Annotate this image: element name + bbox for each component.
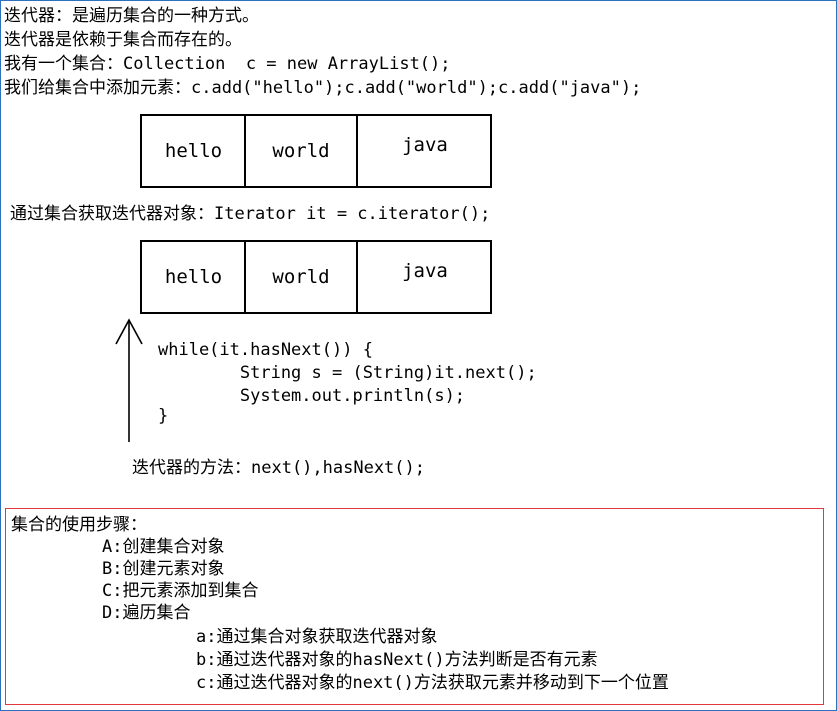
step-d-c: c:通过迭代器对象的next()方法获取元素并移动到下一个位置: [196, 673, 669, 693]
code-line-while: while(it.hasNext()) {: [158, 340, 373, 360]
collection-cell-hello: hello: [164, 140, 223, 162]
code-line-close-brace: }: [158, 406, 169, 426]
iterator-cell-java: java: [402, 260, 448, 282]
code-line-println: System.out.println(s);: [158, 386, 466, 406]
intro-line-4: 我们给集合中添加元素：c.add("hello");c.add("world")…: [4, 78, 642, 98]
iterator-divider-2: [356, 242, 358, 312]
iterator-box: hello world java: [140, 240, 492, 314]
steps-title: 集合的使用步骤：: [11, 515, 147, 535]
step-a: A:创建集合对象: [102, 537, 225, 557]
collection-divider-1: [244, 116, 246, 186]
methods-line: 迭代器的方法：next(),hasNext();: [132, 458, 425, 478]
iterator-cell-hello: hello: [164, 266, 223, 288]
iterator-line: 通过集合获取迭代器对象：Iterator it = c.iterator();: [10, 204, 491, 224]
iterator-divider-1: [244, 242, 246, 312]
collection-cell-java: java: [402, 134, 448, 156]
usage-steps-box: 集合的使用步骤： A:创建集合对象 B:创建元素对象 C:把元素添加到集合 D:…: [5, 508, 824, 705]
intro-line-1: 迭代器：是遍历集合的一种方式。: [4, 6, 259, 26]
collection-divider-2: [356, 116, 358, 186]
step-d-b: b:通过迭代器对象的hasNext()方法判断是否有元素: [196, 650, 598, 670]
code-line-next: String s = (String)it.next();: [158, 363, 537, 383]
step-b: B:创建元素对象: [102, 559, 225, 579]
step-d-a: a:通过集合对象获取迭代器对象: [196, 627, 438, 647]
step-d: D:遍历集合: [102, 603, 191, 623]
iterator-pointer-arrow: [115, 318, 143, 442]
collection-cell-world: world: [272, 140, 330, 162]
intro-line-3: 我有一个集合：Collection c = new ArrayList();: [4, 54, 451, 74]
step-c: C:把元素添加到集合: [102, 581, 259, 601]
iterator-cell-world: world: [272, 266, 330, 288]
intro-line-2: 迭代器是依赖于集合而存在的。: [4, 30, 242, 50]
collection-box: hello world java: [140, 114, 492, 188]
